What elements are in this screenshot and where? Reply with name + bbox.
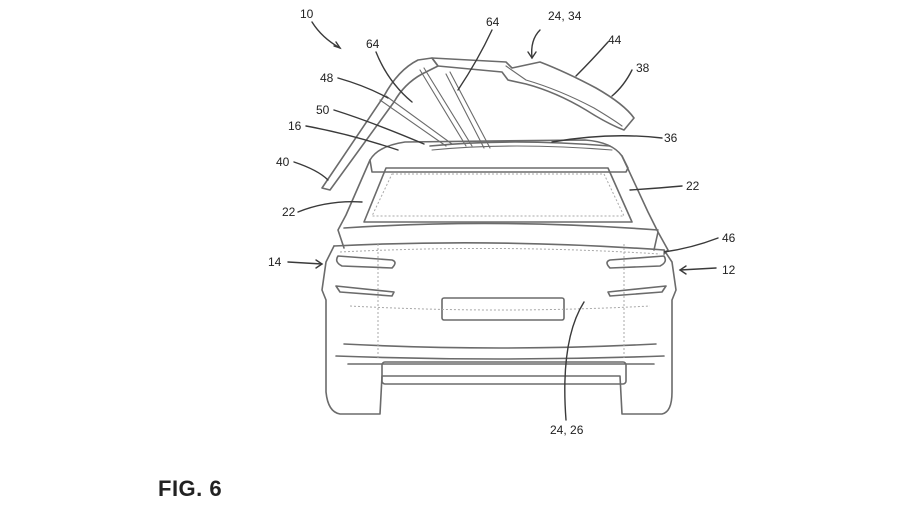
ref-panel-upper: 44 bbox=[608, 33, 622, 47]
leader-48 bbox=[338, 78, 388, 98]
roof-seam bbox=[430, 142, 610, 146]
strut-right-2 bbox=[446, 74, 484, 148]
leader-22-left bbox=[298, 202, 362, 212]
figure-label: FIG. 6 bbox=[158, 476, 222, 502]
strut-right bbox=[450, 72, 490, 148]
upper-panel-inner bbox=[506, 66, 622, 126]
leader-24-26 bbox=[565, 302, 584, 420]
leader-36 bbox=[552, 136, 662, 142]
leader-24-34 bbox=[532, 30, 540, 58]
upper-panel bbox=[432, 58, 634, 130]
ref-rail: 40 bbox=[276, 155, 290, 169]
ref-vehicle: 10 bbox=[300, 7, 314, 21]
ref-right-side: 12 bbox=[722, 263, 736, 277]
hidden-line-belt bbox=[340, 248, 660, 254]
rear-closure-assembly bbox=[322, 58, 634, 190]
tail-light-right-lower bbox=[608, 286, 666, 296]
leader-lines bbox=[288, 22, 718, 420]
bumper-upper bbox=[344, 344, 656, 348]
ref-beltline: 46 bbox=[722, 231, 736, 245]
body-outline bbox=[322, 246, 676, 414]
leader-44 bbox=[576, 42, 608, 76]
strut-left bbox=[420, 70, 466, 146]
roof-seam-2 bbox=[432, 146, 612, 150]
ref-strut-right: 64 bbox=[486, 15, 500, 29]
leader-22-right bbox=[630, 186, 682, 190]
hidden-line-mid bbox=[350, 306, 650, 310]
leader-50 bbox=[334, 110, 424, 144]
ref-hinge-region: 50 bbox=[316, 103, 330, 117]
leader-38 bbox=[612, 70, 632, 96]
ref-seam: 36 bbox=[664, 131, 678, 145]
tailgate-top bbox=[344, 223, 658, 230]
tail-light-left-upper bbox=[337, 256, 395, 268]
ref-arm: 48 bbox=[320, 71, 334, 85]
bumper-line bbox=[336, 356, 664, 359]
tail-light-left-lower bbox=[336, 286, 394, 296]
leader-40 bbox=[294, 162, 328, 180]
arm-2 bbox=[386, 96, 452, 144]
ref-strut-left: 64 bbox=[366, 37, 380, 51]
rear-window-inner bbox=[372, 174, 624, 216]
leader-16 bbox=[306, 126, 398, 150]
vehicle-rear-view bbox=[322, 140, 676, 414]
ref-roof: 16 bbox=[288, 119, 302, 133]
tailgate-belt bbox=[334, 243, 664, 250]
license-plate bbox=[442, 298, 564, 320]
ref-d-pillar-right: 22 bbox=[686, 179, 700, 193]
ref-panel-bottom: 24, 26 bbox=[550, 423, 584, 437]
ref-panel-edge: 38 bbox=[636, 61, 650, 75]
ref-panel-top: 24, 34 bbox=[548, 9, 582, 23]
leader-14 bbox=[288, 262, 322, 264]
ref-d-pillar-left: 22 bbox=[282, 205, 296, 219]
leader-12 bbox=[680, 268, 716, 270]
rear-window bbox=[364, 168, 632, 222]
ref-left-side: 14 bbox=[268, 255, 282, 269]
leader-46 bbox=[664, 238, 718, 252]
lower-plate-recess bbox=[382, 362, 626, 384]
leader-10 bbox=[312, 22, 340, 48]
tail-light-right-upper bbox=[607, 256, 665, 268]
